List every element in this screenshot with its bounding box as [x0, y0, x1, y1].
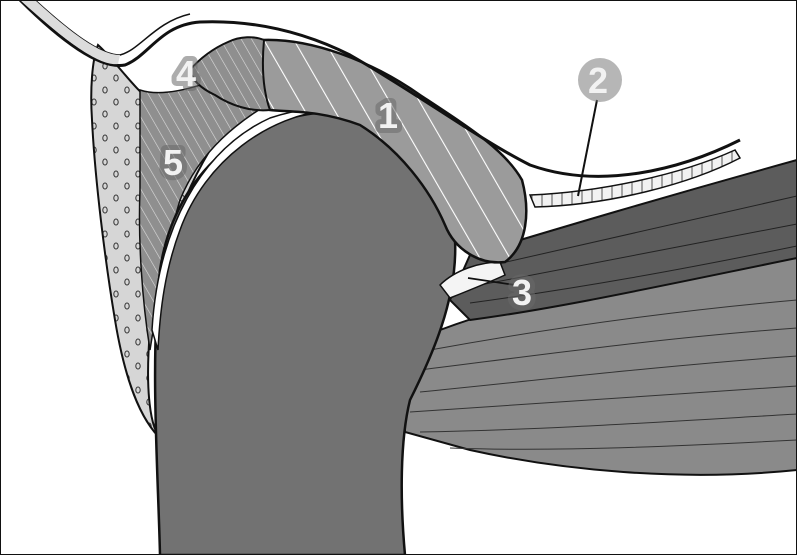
- label-4: 4 4: [176, 53, 196, 94]
- svg-text:2: 2: [588, 60, 608, 101]
- label-1: 1 1: [378, 95, 398, 136]
- svg-text:4: 4: [176, 53, 196, 94]
- svg-text:3: 3: [512, 272, 532, 313]
- svg-text:1: 1: [378, 95, 398, 136]
- label-2: 2: [578, 58, 622, 102]
- label-5: 5 5: [163, 142, 183, 183]
- svg-text:5: 5: [163, 142, 183, 183]
- label-3: 3 3: [512, 272, 532, 313]
